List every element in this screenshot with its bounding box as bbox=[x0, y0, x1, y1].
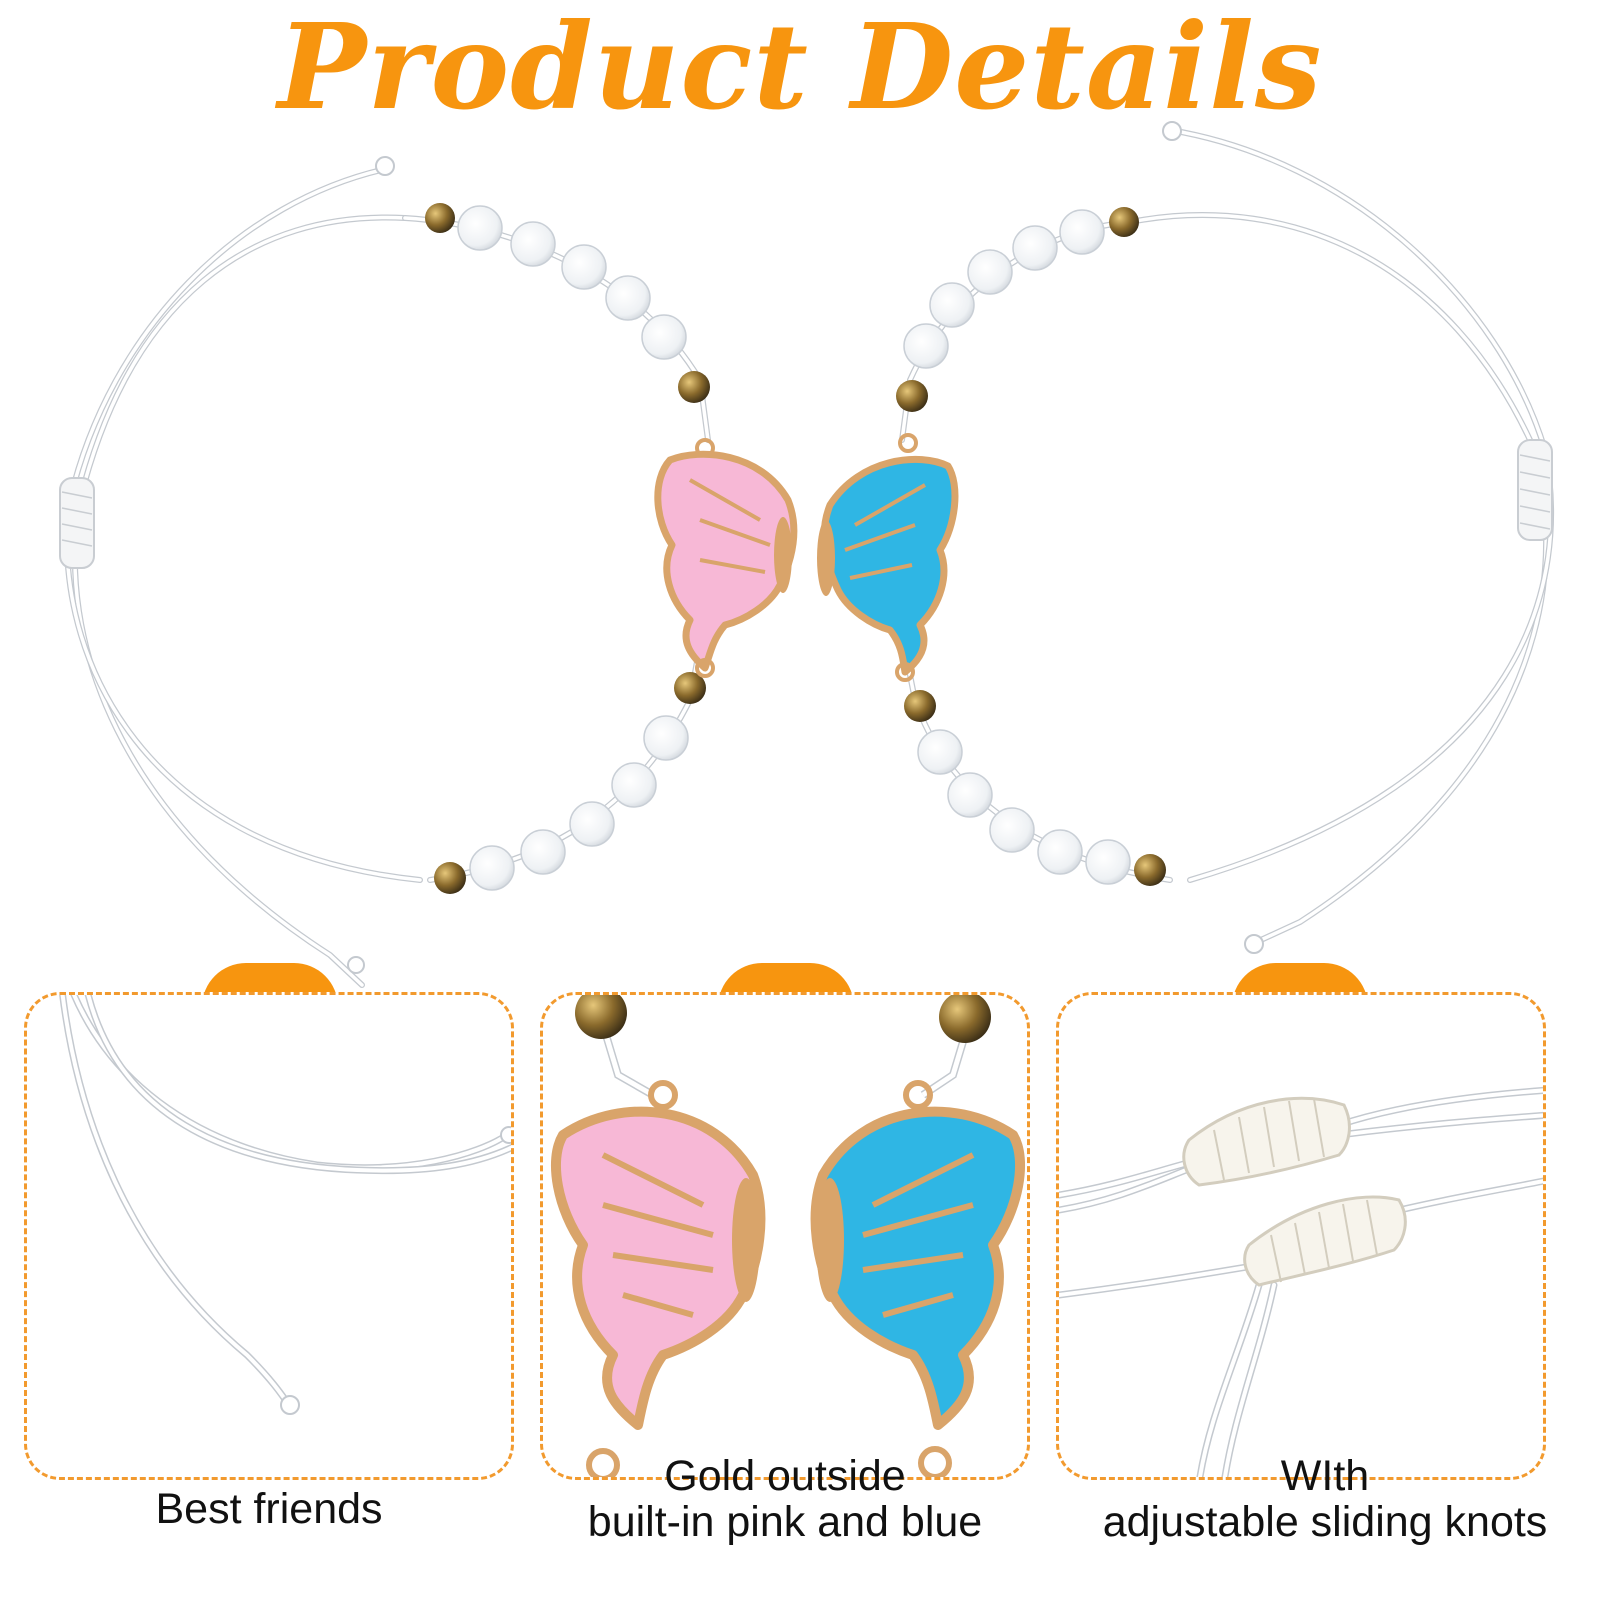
caption-line-2: adjustable sliding knots bbox=[1102, 1498, 1548, 1546]
caption-line-1: WIth bbox=[1280, 1452, 1370, 1500]
page-title: Product Details bbox=[277, 0, 1323, 136]
caption-best-friends: Best friends bbox=[24, 1486, 514, 1532]
butterfly-charms-icon bbox=[550, 995, 1026, 1477]
detail-panel-cord-end bbox=[24, 992, 514, 1480]
caption-sliding-knots: WIth adjustable sliding knots bbox=[1060, 1453, 1590, 1545]
detail-panel-butterflies bbox=[540, 992, 1030, 1480]
caption-line-2: built-in pink and blue bbox=[587, 1498, 983, 1546]
detail-panel-knots bbox=[1056, 992, 1546, 1480]
caption-line-2: Best friends bbox=[155, 1485, 383, 1533]
caption-line-1: Gold outside bbox=[664, 1452, 906, 1500]
cord-end-icon bbox=[59, 995, 511, 1415]
caption-gold-outside: Gold outside built-in pink and blue bbox=[540, 1453, 1030, 1545]
butterfly-bracelet-icon bbox=[59, 121, 1555, 988]
sliding-knot-icon bbox=[1059, 1086, 1543, 1477]
